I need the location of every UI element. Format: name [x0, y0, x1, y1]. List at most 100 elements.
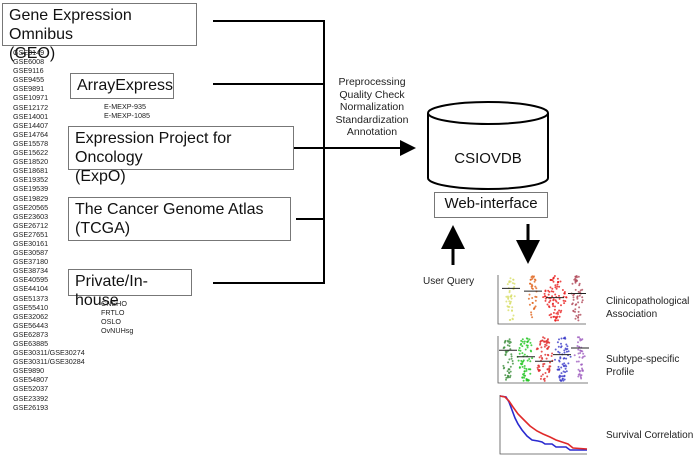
scatter-dot	[523, 372, 526, 375]
scatter-dot	[509, 348, 512, 351]
scatter-dot	[580, 377, 583, 380]
scatter-dot	[547, 338, 549, 341]
scatter-dot	[574, 308, 577, 311]
scatter-dot	[520, 339, 523, 342]
scatter-dot	[556, 281, 559, 284]
scatter-dot	[557, 345, 560, 348]
scatter-dot	[547, 341, 550, 344]
scatter-dot	[563, 378, 566, 381]
web-interface-button[interactable]: Web-interface	[434, 192, 548, 218]
scatter-dot	[523, 367, 526, 370]
scatter-dot	[559, 280, 562, 283]
scatter-dot	[576, 276, 578, 279]
scatter-dot	[509, 295, 512, 298]
scatter-dot	[528, 338, 531, 341]
scatter-dot	[507, 296, 510, 299]
scatter-dot	[544, 290, 547, 293]
output-label-survival: Survival Correlation	[606, 430, 694, 441]
scatter-dot	[503, 346, 506, 349]
scatter-dot	[513, 295, 516, 298]
scatter-dot	[557, 302, 560, 304]
scatter-dot	[505, 376, 508, 379]
scatter-dot	[576, 336, 579, 339]
scatter-dot	[557, 365, 560, 368]
scatter-dot	[510, 357, 513, 360]
scatter-dot	[577, 341, 579, 344]
scatter-dot	[578, 294, 581, 297]
scatter-dot	[554, 284, 557, 287]
scatter-dot	[506, 370, 509, 373]
source-abbr: (ExpO)	[75, 168, 126, 185]
dataset-item: GSE52037	[13, 384, 49, 394]
scatter-dot	[541, 339, 544, 342]
source-name: Gene Expression Omnibus	[9, 7, 132, 43]
scatter-dot	[578, 370, 581, 373]
scatter-dot	[548, 301, 551, 304]
scatter-dot	[504, 374, 507, 377]
dataset-item: OvNUHsg	[101, 326, 134, 336]
scatter-dot	[555, 287, 558, 290]
scatter-dot	[554, 305, 556, 308]
scatter-dot	[560, 304, 562, 307]
scatter-dot	[541, 357, 544, 360]
scatter-dot	[567, 350, 570, 353]
scatter-dot	[554, 348, 557, 351]
scatter-dot	[560, 337, 563, 340]
scatter-dot	[523, 340, 526, 343]
scatter-dot	[509, 277, 512, 280]
scatter-dot	[548, 367, 551, 370]
scatter-dot	[560, 342, 562, 345]
scatter-dot	[509, 318, 512, 321]
scatter-dot	[546, 375, 549, 378]
scatter-dot	[566, 345, 569, 348]
scatter-dot	[523, 365, 526, 367]
scatter-dot	[565, 296, 568, 299]
scatter-dot	[521, 352, 524, 355]
dataset-item: E-MEXP-1085	[104, 111, 150, 121]
subtype-plot	[497, 336, 589, 384]
scatter-dot	[545, 342, 548, 345]
scatter-dot	[579, 349, 582, 352]
scatter-dot	[556, 341, 559, 344]
scatter-dot	[507, 361, 510, 364]
survival-plot	[499, 395, 588, 455]
scatter-dot	[539, 342, 542, 345]
scatter-dot	[550, 313, 553, 316]
scatter-dot	[567, 362, 570, 365]
scatter-dot	[528, 303, 531, 306]
scatter-dot	[575, 303, 578, 306]
scatter-dot	[564, 367, 567, 370]
scatter-dot	[538, 365, 541, 368]
scatter-dot	[521, 338, 524, 341]
scatter-dot	[532, 276, 535, 279]
scatter-dot	[506, 374, 509, 377]
scatter-dot	[555, 312, 558, 315]
scatter-dot	[539, 340, 542, 343]
dataset-item: GSE23603	[13, 211, 49, 221]
scatter-dot	[552, 280, 555, 283]
scatter-dot	[558, 315, 561, 318]
dataset-item: GSE32062	[13, 311, 49, 321]
scatter-dot	[511, 362, 514, 365]
scatter-dot	[524, 348, 527, 351]
scatter-dot	[532, 308, 535, 310]
scatter-dot	[543, 337, 546, 340]
dataset-item: GSE55410	[13, 302, 49, 312]
scatter-dot	[558, 309, 561, 312]
scatter-dot	[510, 353, 513, 356]
scatter-dot	[574, 281, 577, 284]
scatter-dot	[552, 315, 555, 318]
scatter-dot	[533, 280, 536, 283]
scatter-dot	[534, 299, 537, 302]
scatter-dot	[523, 342, 526, 345]
scatter-dot	[579, 352, 582, 354]
scatter-dot	[550, 316, 553, 319]
database-name: CSIOVDB	[454, 150, 522, 167]
dataset-item: Annotation	[346, 126, 398, 139]
scatter-dot	[533, 278, 536, 281]
source-name: The Cancer Genome Atlas	[75, 201, 264, 218]
source-name: Expression Project for Oncology	[75, 130, 232, 166]
scatter-dot	[505, 300, 508, 303]
scatter-dot	[562, 357, 565, 360]
